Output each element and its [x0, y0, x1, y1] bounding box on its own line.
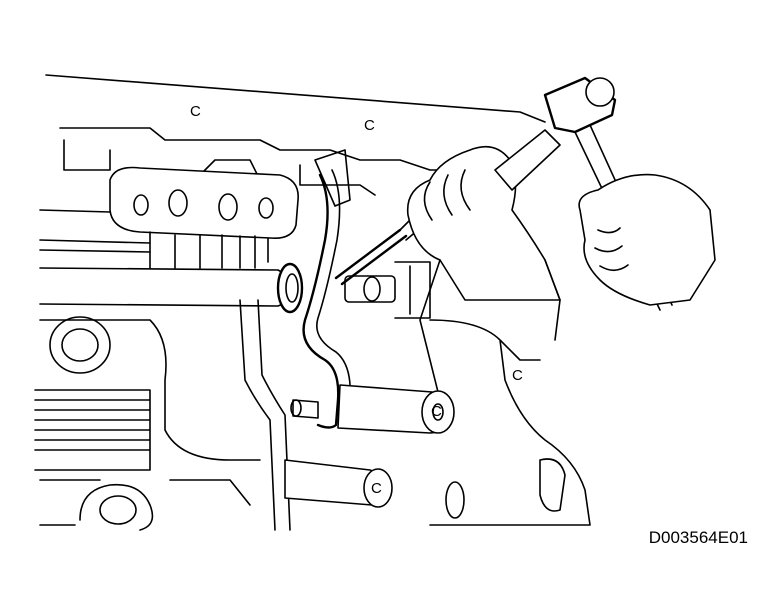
shift-lever-inner: [316, 169, 352, 421]
hammer-handle: [494, 129, 561, 191]
lever-mount: [314, 149, 351, 207]
right-slot: [445, 481, 465, 519]
bracket-hole-3: [218, 193, 238, 221]
bracket-plate: [109, 166, 299, 240]
lower-housing: [39, 319, 261, 461]
right-hand: [578, 173, 716, 306]
callout-c: C: [371, 480, 382, 497]
shift-lever: [302, 173, 340, 429]
shaft-end-inner: [285, 273, 299, 303]
hammer-face: [585, 77, 615, 107]
figure-code: D003564E01: [648, 528, 748, 547]
bracket-hole-2: [168, 189, 188, 217]
shaft: [39, 267, 291, 307]
housing-left-lines: [39, 209, 151, 253]
tube-right-end: [421, 390, 455, 434]
pin-collar: [394, 261, 431, 319]
pin-punch: [334, 228, 408, 286]
left-hand-fingers: [423, 169, 471, 221]
callout-c: C: [190, 103, 201, 120]
pin-end: [363, 276, 381, 302]
callout-c: C: [431, 403, 442, 420]
right-hand-fingers: [594, 227, 629, 272]
left-bore-inner: [61, 328, 99, 362]
tube-vertical: [239, 299, 291, 531]
pin: [344, 275, 396, 303]
callout-c: C: [364, 117, 375, 134]
callout-c: C: [512, 367, 523, 384]
left-bore: [49, 316, 111, 374]
lower-pin-end: [290, 399, 302, 417]
bottom-gear: [79, 483, 154, 531]
bottom-housing-line: [39, 479, 251, 526]
housing-upper-ribs: [59, 127, 461, 171]
vertical-ribs: [149, 231, 269, 269]
ribbed-block: [34, 389, 151, 471]
housing-top-edge: [45, 74, 546, 123]
bottom-gear-hub: [99, 495, 137, 525]
bracket-hole-4: [258, 197, 274, 219]
tube-lower-end: [363, 468, 393, 508]
bracket-hole-1: [133, 194, 149, 216]
tube-right-hole: [432, 403, 444, 421]
right-housing: [429, 319, 591, 526]
left-forearm: [419, 259, 561, 401]
right-bracket: [539, 458, 566, 512]
